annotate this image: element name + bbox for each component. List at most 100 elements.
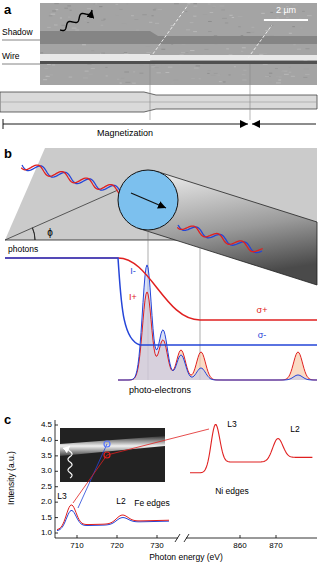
wire-cross-section — [118, 170, 178, 230]
tick-label: 4.0 — [41, 436, 52, 445]
magnetization-arrow — [252, 124, 316, 125]
dashed-guide — [150, 5, 188, 58]
outgoing-wave — [177, 226, 262, 252]
sem-grain — [293, 44, 295, 45]
tick-label: 1.5 — [41, 513, 52, 522]
polarization-label: σ+ — [257, 306, 268, 316]
sem-grain — [52, 64, 55, 65]
y-tick — [55, 502, 58, 503]
x-axis — [55, 538, 178, 539]
sem-grain — [265, 30, 269, 31]
edge-label: L2 — [116, 497, 125, 506]
sem-grain — [132, 83, 136, 84]
sem-grain — [275, 68, 278, 69]
sem-grain — [161, 73, 165, 74]
sem-grain — [68, 17, 71, 18]
sem-grain — [229, 15, 232, 16]
photon-intensity-line — [5, 258, 317, 345]
sem-grain — [40, 52, 43, 53]
sem-grain — [161, 65, 165, 66]
sem-grain — [251, 32, 255, 33]
sem-grain — [307, 15, 312, 16]
sem-grain — [154, 8, 157, 9]
wire-image — [150, 55, 317, 60]
polarization-label: σ- — [258, 331, 267, 341]
sem-grain — [297, 49, 301, 50]
sem-grain — [289, 72, 292, 73]
sem-grain — [172, 83, 174, 84]
sem-grain — [146, 46, 150, 47]
sem-grain — [136, 29, 139, 30]
sem-grain — [193, 3, 197, 4]
sem-grain — [72, 28, 77, 29]
sem-grain — [82, 44, 86, 45]
y-tick — [55, 425, 58, 426]
sem-grain — [101, 25, 103, 26]
arrow-label: Magnetization — [97, 129, 153, 139]
sem-grain — [286, 17, 289, 18]
sem-grain — [61, 25, 65, 26]
beam-axis — [5, 190, 118, 240]
region-label: Wire — [2, 52, 19, 61]
dashed-guide — [248, 25, 272, 58]
sem-grain — [146, 15, 149, 16]
sem-grain — [270, 12, 273, 13]
sem-grain — [191, 78, 195, 79]
sem-grain — [87, 22, 89, 23]
sem-grain — [194, 6, 198, 7]
axis-break — [184, 534, 189, 542]
sem-grain — [242, 74, 246, 75]
sem-grain — [156, 72, 160, 73]
sem-grain — [142, 14, 147, 15]
y-tick — [55, 455, 58, 456]
guide-line — [250, 64, 251, 120]
panel-letter: c — [4, 413, 11, 427]
sem-grain — [119, 9, 122, 10]
axis-label: photo-electrons — [129, 386, 191, 396]
sem-grain — [94, 4, 97, 5]
end-tick — [3, 119, 4, 129]
sem-grain — [289, 33, 292, 34]
sem-grain — [262, 53, 267, 54]
guide-line — [150, 64, 151, 120]
sem-grain — [212, 7, 215, 8]
spectrum-label: Fe edges — [134, 499, 169, 508]
sem-grain — [304, 60, 308, 61]
sem-grain — [47, 27, 51, 28]
sem-grain — [49, 75, 53, 76]
y-tick — [55, 440, 58, 441]
sem-grain — [208, 21, 212, 22]
sem-grain — [91, 50, 94, 51]
sem-grain — [104, 19, 106, 20]
tick-label: 710 — [70, 542, 83, 551]
sem-grain — [83, 77, 88, 78]
y-tick — [55, 533, 58, 534]
y-tick — [55, 486, 58, 487]
sem-grain — [268, 81, 272, 82]
sem-grain — [125, 82, 130, 83]
sem-grain — [204, 49, 208, 50]
tick-label: 3.5 — [41, 451, 52, 460]
sem-grain — [49, 15, 53, 17]
scale-label: 2 µm — [276, 6, 296, 16]
angle-arc — [32, 228, 35, 240]
sem-grain — [278, 80, 281, 81]
sem-grain — [124, 53, 128, 54]
sem-grain — [226, 48, 229, 49]
spectrum-label: Ni edges — [215, 487, 249, 496]
sem-grain — [251, 27, 254, 28]
sem-grain — [43, 79, 47, 80]
sem-grain — [49, 12, 54, 13]
sem-grain — [47, 64, 51, 65]
sem-grain — [289, 67, 291, 68]
sem-grain — [242, 79, 246, 80]
sem-grain — [99, 6, 102, 7]
incoming-wave — [21, 165, 119, 194]
axis-title: Intensity (a.u.) — [7, 451, 16, 505]
sem-grain — [161, 49, 165, 50]
y-tick — [55, 517, 58, 518]
sem-grain — [46, 76, 50, 77]
sem-grain — [51, 14, 56, 15]
sem-grain — [305, 74, 309, 75]
sem-grain — [146, 52, 151, 53]
